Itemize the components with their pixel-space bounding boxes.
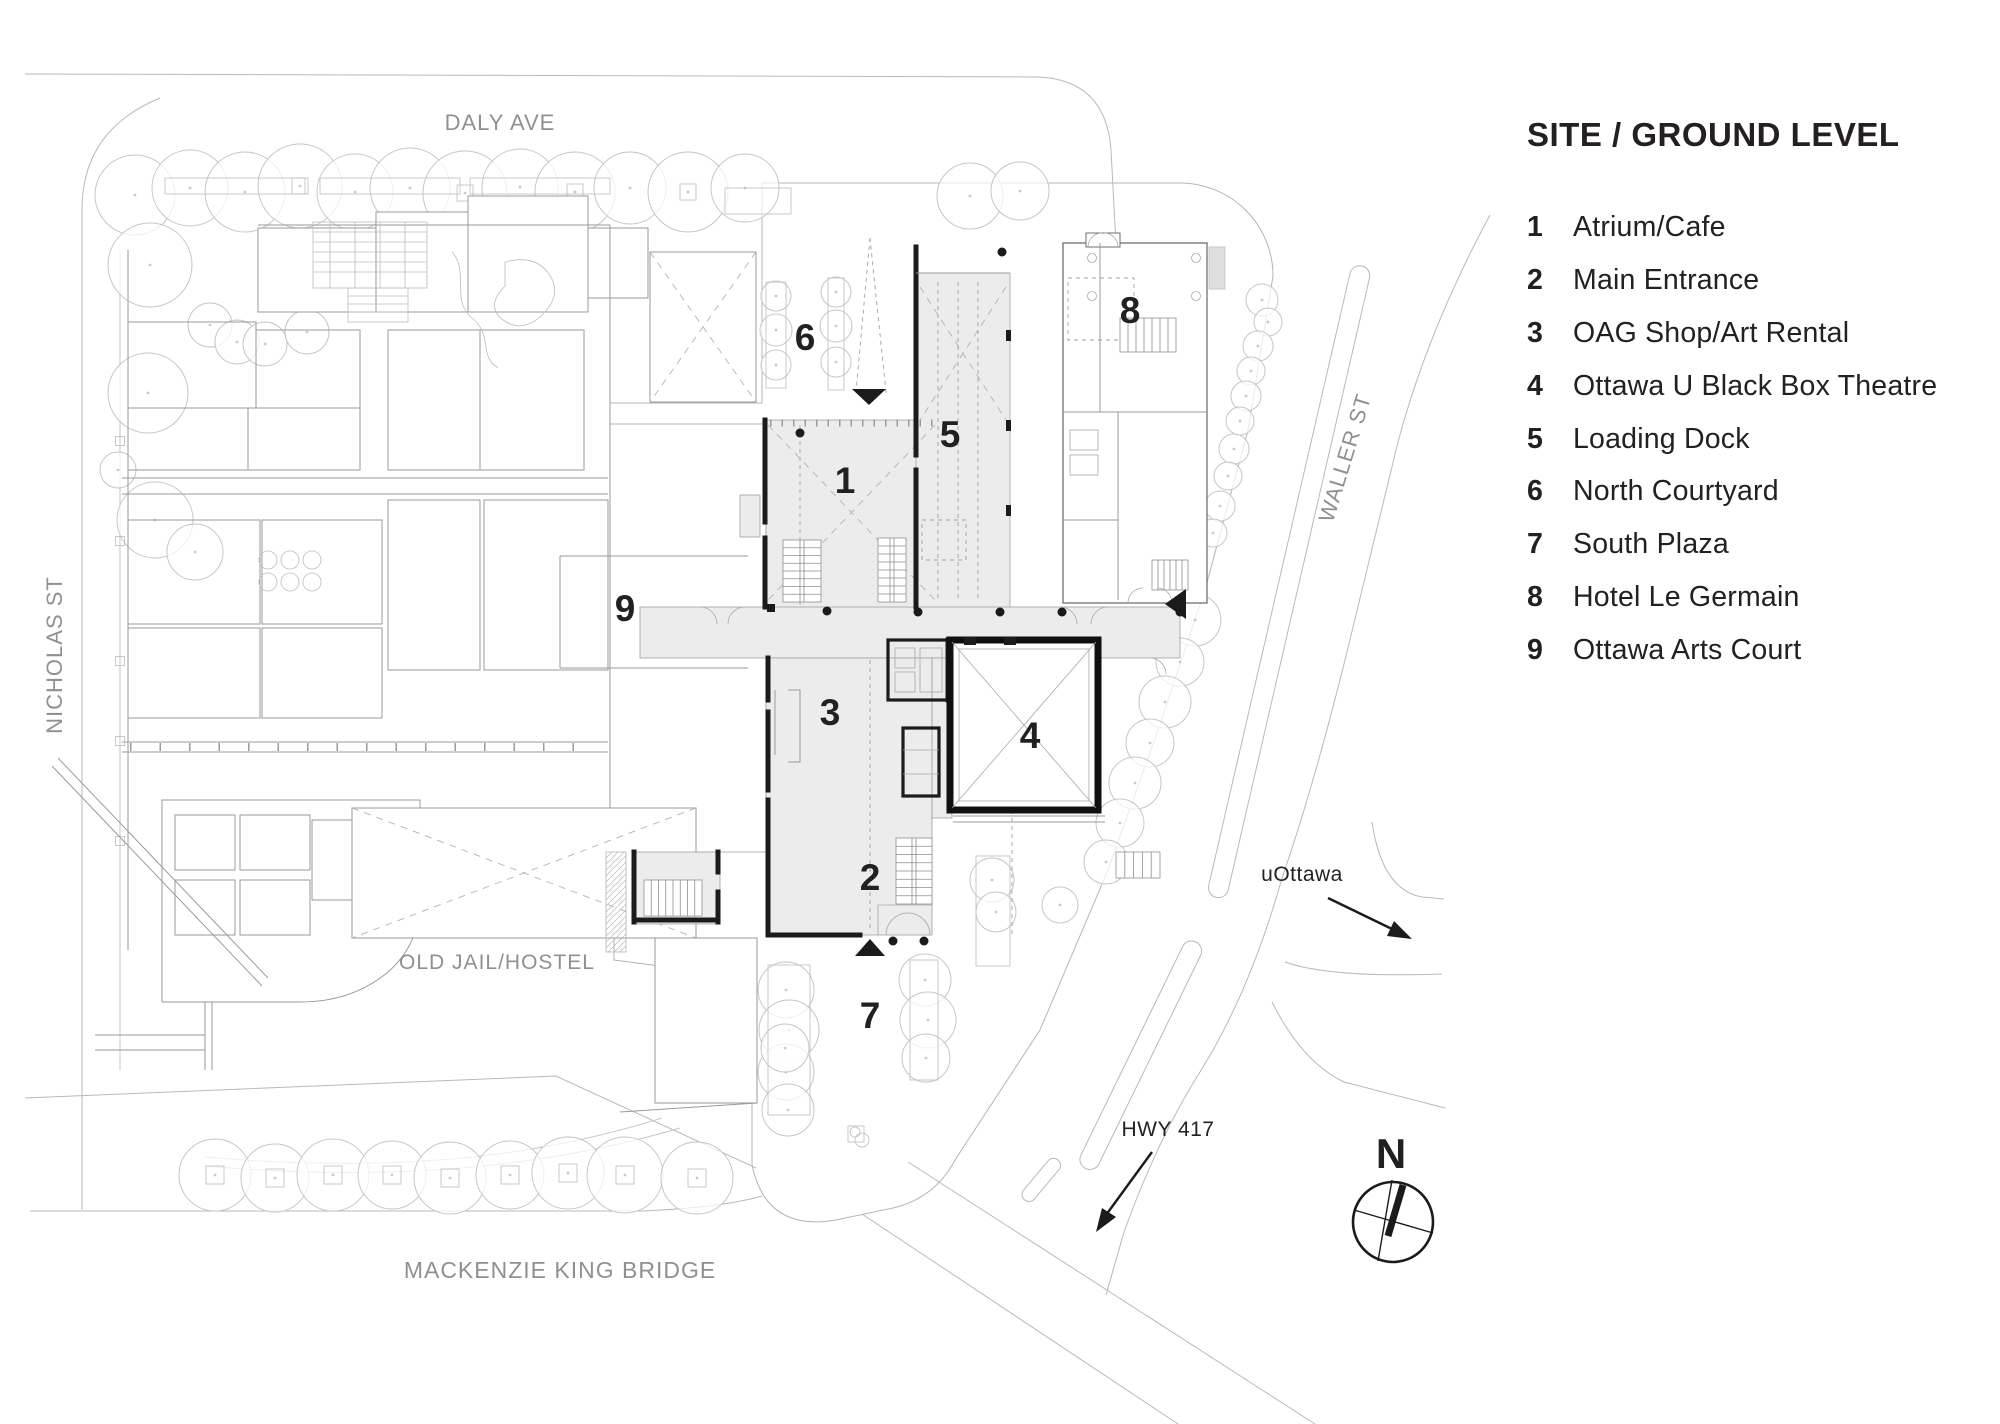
black-box-theatre — [946, 636, 1105, 823]
hwy417-label: HWY 417 — [1122, 1118, 1215, 1141]
plan-number-1: 1 — [835, 460, 856, 501]
plan-numbers: 1 2 3 4 5 6 7 8 9 — [615, 290, 1141, 1036]
south-entrance-arrow — [855, 939, 885, 956]
old-jail-building — [51, 757, 758, 1113]
mackenzie-king-bridge-label: MACKENZIE KING BRIDGE — [404, 1257, 716, 1283]
hotel-le-germain — [1062, 232, 1226, 604]
trees-northwest-garden — [99, 222, 330, 581]
plan-number-4: 4 — [1020, 715, 1041, 756]
uottawa-arrowhead — [1387, 921, 1412, 939]
trees-right-edge — [1083, 283, 1283, 885]
north-label: N — [1376, 1130, 1406, 1177]
nicholas-st-label: NICHOLAS ST — [42, 576, 67, 734]
plan-number-5: 5 — [940, 414, 961, 455]
tree-planter-boxes-bottom — [205, 1163, 707, 1188]
loading-dock-floor — [915, 272, 1011, 611]
annotation-arrows — [1096, 896, 1412, 1232]
north-compass: N — [1351, 1130, 1435, 1264]
plan-number-3: 3 — [820, 692, 841, 733]
uottawa-label: uOttawa — [1261, 863, 1343, 886]
north-entrance-arrow — [852, 389, 886, 405]
roads — [24, 73, 1491, 1424]
plan-number-6: 6 — [795, 317, 816, 358]
tree-row-top — [94, 143, 1050, 236]
paved-plaza-area — [609, 182, 1274, 1223]
page-title: SITE / GROUND LEVEL — [1527, 116, 1900, 153]
hwy417-arrowhead — [1096, 1208, 1116, 1232]
daly-ave-label: DALY AVE — [445, 110, 556, 135]
old-jail-hostel-label: OLD JAIL/HOSTEL — [399, 951, 595, 974]
east-entrance-arrow — [1165, 589, 1186, 619]
plan-number-8: 8 — [1120, 290, 1141, 331]
plan-number-7: 7 — [860, 995, 881, 1036]
arts-court-building — [115, 195, 757, 950]
planters-south-plaza — [767, 855, 1011, 1148]
waller-st-label: WALLER ST — [1313, 391, 1376, 525]
plan-number-2: 2 — [860, 857, 881, 898]
oag-building — [631, 244, 1181, 938]
planters-top — [164, 177, 792, 215]
plan-number-9: 9 — [615, 588, 636, 629]
site-details — [605, 247, 1186, 956]
trees-bottom-row — [178, 1136, 734, 1215]
trees-south-plaza — [757, 857, 1079, 1137]
